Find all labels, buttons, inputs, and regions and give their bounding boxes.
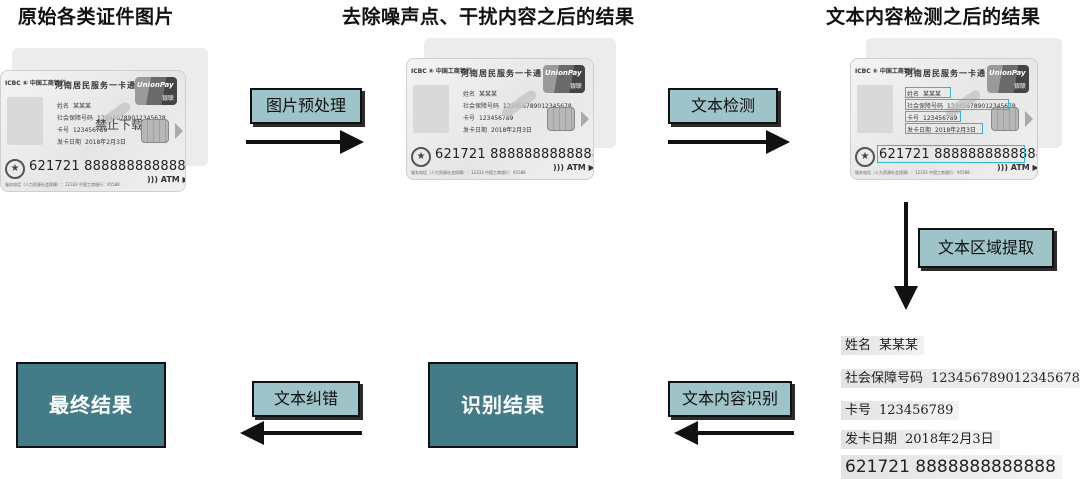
heading-denoised: 去除噪声点、干扰内容之后的结果 [342, 6, 635, 28]
photo-area [857, 85, 893, 133]
seal-icon: ★ [411, 147, 431, 167]
photo-area [7, 97, 43, 145]
card-bank-name: ICBC ⑧ 中国工商银行 [855, 68, 916, 75]
chip-icon [141, 119, 169, 143]
step-recognize: 文本内容识别 [668, 381, 792, 417]
watermark-text: 禁止下载 [95, 118, 144, 132]
card-footer: 服务电话（人力资源社会保障）：12333 中国工商银行：95588 [855, 170, 970, 175]
step-preprocess: 图片预处理 [250, 88, 362, 124]
step-detect: 文本检测 [668, 88, 778, 124]
extracted-name: 姓名某某某 [841, 334, 925, 355]
step-extract: 文本区域提取 [918, 228, 1054, 268]
output-final-result: 最终结果 [16, 362, 166, 448]
card-name-field: 姓名某某某 [907, 91, 942, 98]
card-footer: 服务电话（人力资源社会保障）：12333 中国工商银行：95588 [411, 170, 526, 175]
card-name-field: 姓名某某某 [57, 103, 92, 110]
heading-original: 原始各类证件图片 [18, 6, 175, 28]
card-footer: 服务电话（人力资源社会保障）：12333 中国工商银行：95588 [5, 182, 120, 187]
card-title: 河南居民服务一卡通 [55, 81, 136, 90]
card-name-field: 姓名某某某 [463, 91, 498, 98]
chip-icon [547, 107, 575, 131]
seal-icon: ★ [855, 147, 875, 167]
triangle-icon [1025, 111, 1033, 127]
chip-icon [991, 107, 1019, 131]
output-recognition-result: 识别结果 [428, 362, 578, 448]
card-long-number: 621721 8888888888888 [879, 147, 1038, 162]
card-long-number: 621721 8888888888888 [435, 147, 594, 162]
photo-area [413, 85, 449, 133]
contactless-icon: ))) ATM ▶ [997, 163, 1038, 172]
step-correct: 文本纠错 [252, 381, 360, 417]
extracted-long-number: 621721 8888888888888 [841, 455, 1062, 479]
card-title: 河南居民服务一卡通 [461, 69, 542, 78]
card-title: 河南居民服务一卡通 [905, 69, 986, 78]
contactless-icon: ))) ATM ▶ [147, 175, 186, 184]
contactless-icon: ))) ATM ▶ [553, 163, 594, 172]
triangle-icon [175, 123, 183, 139]
heading-detected: 文本内容检测之后的结果 [826, 6, 1041, 28]
card-bank-name: ICBC ⑧ 中国工商银行 [411, 68, 472, 75]
triangle-icon [581, 111, 589, 127]
card-bank-name: ICBC ⑧ 中国工商银行 [5, 80, 66, 87]
card-long-number: 621721 8888888888888 [29, 159, 186, 174]
seal-icon: ★ [5, 159, 25, 179]
